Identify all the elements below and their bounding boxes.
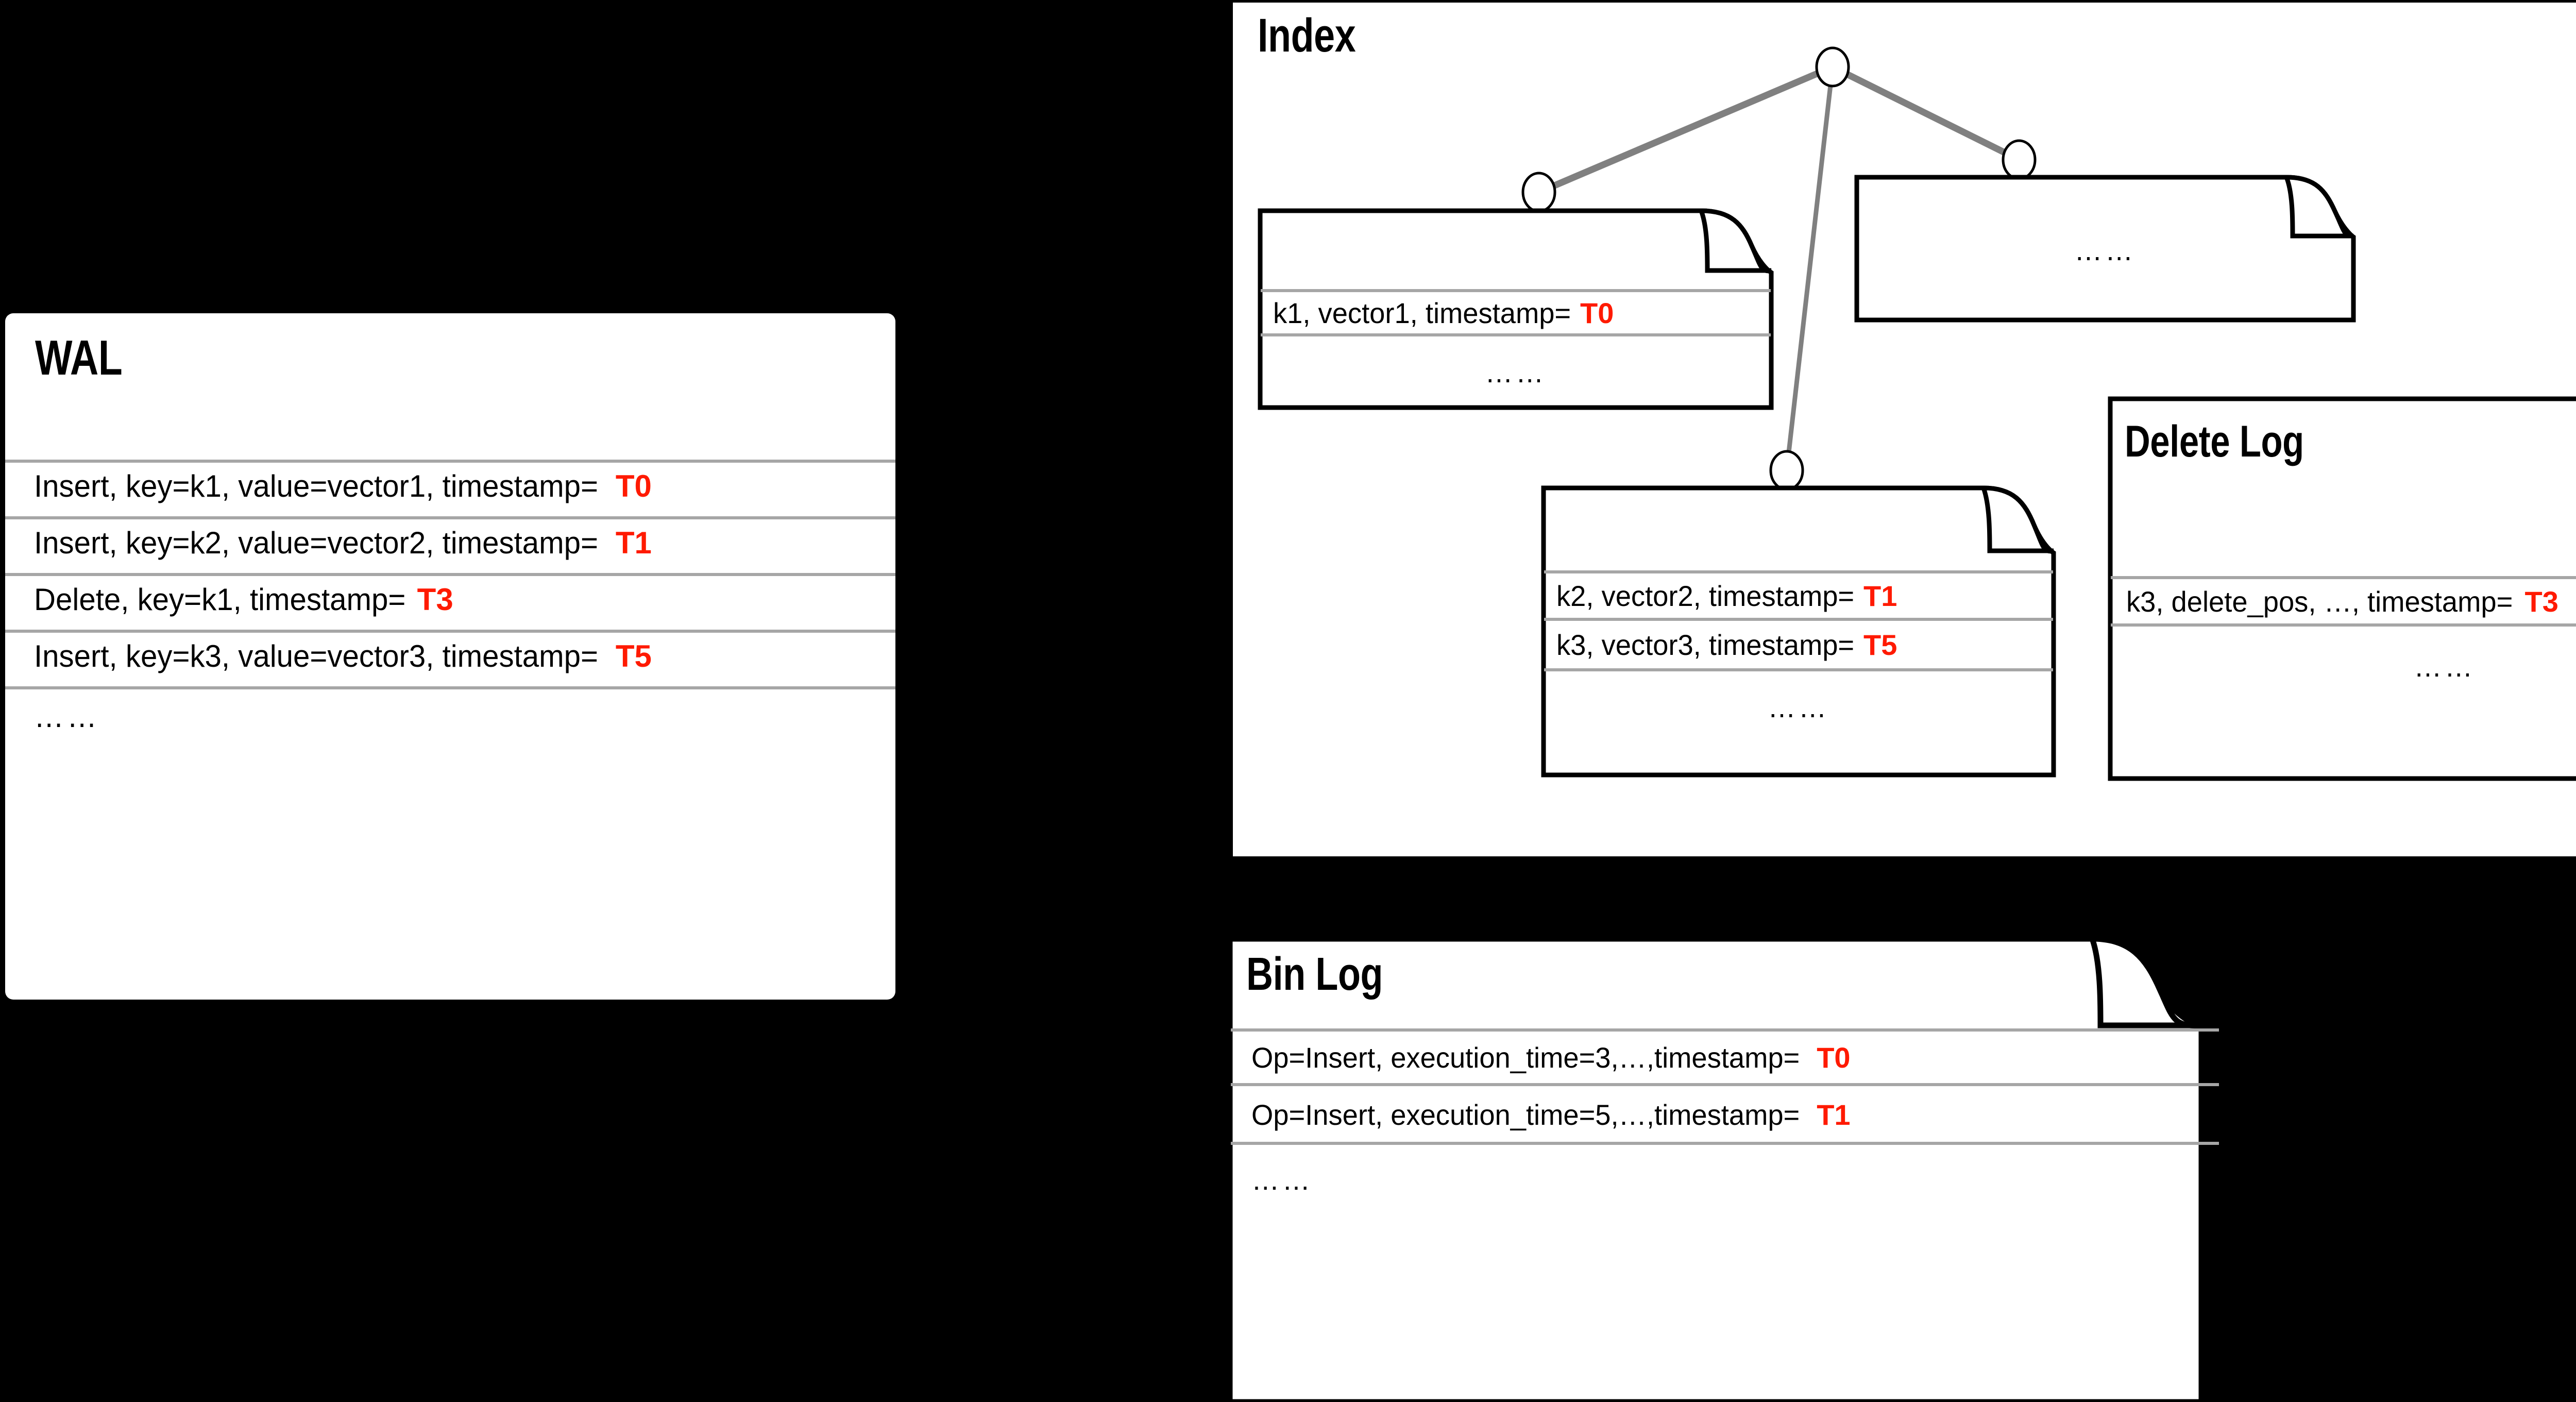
card-row: k3, vector3, timestamp=T5 (1544, 621, 2053, 671)
card-row-text: k3, vector3, timestamp= (1556, 628, 1855, 661)
card-row-timestamp: T0 (1580, 296, 1614, 329)
wal-row: Insert, key=k1, value=vector1, timestamp… (5, 460, 895, 509)
index-title: Index (1258, 9, 1356, 62)
bin-log-row-timestamp: T1 (1817, 1098, 1851, 1131)
card-outline (1227, 936, 2205, 1402)
card-row: …… (1857, 222, 2353, 278)
tree-node-right (2002, 139, 2037, 180)
bin-log-title: Bin Log (1246, 949, 1383, 1000)
bin-log-row-timestamp: T0 (1817, 1041, 1851, 1074)
wal-row-timestamp: T1 (615, 525, 652, 560)
delete-log-title: Delete Log (2125, 417, 2304, 466)
delete-log-row-text: k3, delete_pos, …, timestamp= (2126, 585, 2513, 618)
wal-title: WAL (35, 330, 123, 385)
wal-row-text: …… (34, 699, 100, 734)
wal-row-text: Insert, key=k2, value=vector2, timestamp… (34, 525, 599, 560)
wal-row-text: Insert, key=k1, value=vector1, timestamp… (34, 468, 599, 503)
index-leaf-card-k1: k1, vector1, timestamp= T0 …… (1258, 208, 1774, 410)
wal-row-timestamp: T3 (417, 582, 453, 617)
wal-row: …… (5, 686, 895, 743)
delete-log-row: k3, delete_pos, …, timestamp= T3 (2111, 576, 2576, 627)
delete-log-card: Delete Log k3, delete_pos, …, timestamp=… (2108, 396, 2576, 781)
card-row-text: …… (1768, 690, 1829, 723)
delete-log-row-timestamp: T3 (2524, 585, 2558, 618)
wal-row: Delete, key=k1, timestamp= T3 (5, 573, 895, 622)
wal-row: Insert, key=k3, value=vector3, timestamp… (5, 630, 895, 679)
delete-log-row: …… (2111, 628, 2576, 705)
bin-log-row-text: Op=Insert, execution_time=5,…,timestamp= (1251, 1098, 1800, 1131)
bin-log-card: Bin Log Op=Insert, execution_time=3,…,ti… (1227, 936, 2222, 1402)
card-row-text: k2, vector2, timestamp= (1556, 579, 1855, 612)
card-row-timestamp: T5 (1863, 628, 1897, 661)
tree-edge (1784, 66, 1835, 471)
card-row: …… (1261, 339, 1771, 406)
bin-log-row-text: …… (1251, 1163, 1313, 1196)
wal-row-timestamp: T5 (615, 638, 652, 673)
card-outline (2108, 396, 2576, 781)
index-leaf-card-k2k3: k2, vector2, timestamp=T1 k3, vector3, t… (1541, 485, 2056, 778)
wal-row-text: Insert, key=k3, value=vector3, timestamp… (34, 638, 599, 673)
tree-node-left (1521, 172, 1556, 213)
tree-node-mid (1769, 450, 1804, 491)
card-row: k2, vector2, timestamp=T1 (1544, 570, 2053, 621)
tree-edge (1831, 64, 2021, 163)
card-row-text: …… (1485, 356, 1547, 388)
card-outline (1258, 208, 1774, 410)
card-row: k1, vector1, timestamp= T0 (1261, 289, 1771, 336)
index-leaf-card-dots: …… (1854, 175, 2356, 323)
card-row-timestamp: T1 (1863, 579, 1897, 612)
card-row: …… (1544, 673, 2053, 740)
card-outline (1854, 175, 2356, 323)
wal-panel: WAL Insert, key=k1, value=vector1, times… (5, 313, 895, 1000)
delete-log-row-text: …… (2414, 650, 2476, 683)
index-panel: Index k1, vector1, timestamp= T0 (1233, 3, 2576, 856)
wal-row-timestamp: T0 (615, 468, 652, 503)
wal-row: Insert, key=k2, value=vector2, timestamp… (5, 516, 895, 566)
tree-node-root (1815, 46, 1850, 88)
bin-log-row: Op=Insert, execution_time=5,…,timestamp=… (1231, 1087, 2219, 1145)
card-outline (1541, 485, 2056, 778)
card-row-text: k1, vector1, timestamp= (1273, 296, 1571, 329)
tree-edge (1537, 64, 1834, 195)
bin-log-row-text: Op=Insert, execution_time=3,…,timestamp= (1251, 1041, 1800, 1074)
bin-log-row: Op=Insert, execution_time=3,…,timestamp=… (1231, 1028, 2219, 1086)
card-row-text: …… (2074, 233, 2136, 266)
wal-row-text: Delete, key=k1, timestamp= (34, 582, 406, 617)
bin-log-row: …… (1231, 1146, 2219, 1213)
